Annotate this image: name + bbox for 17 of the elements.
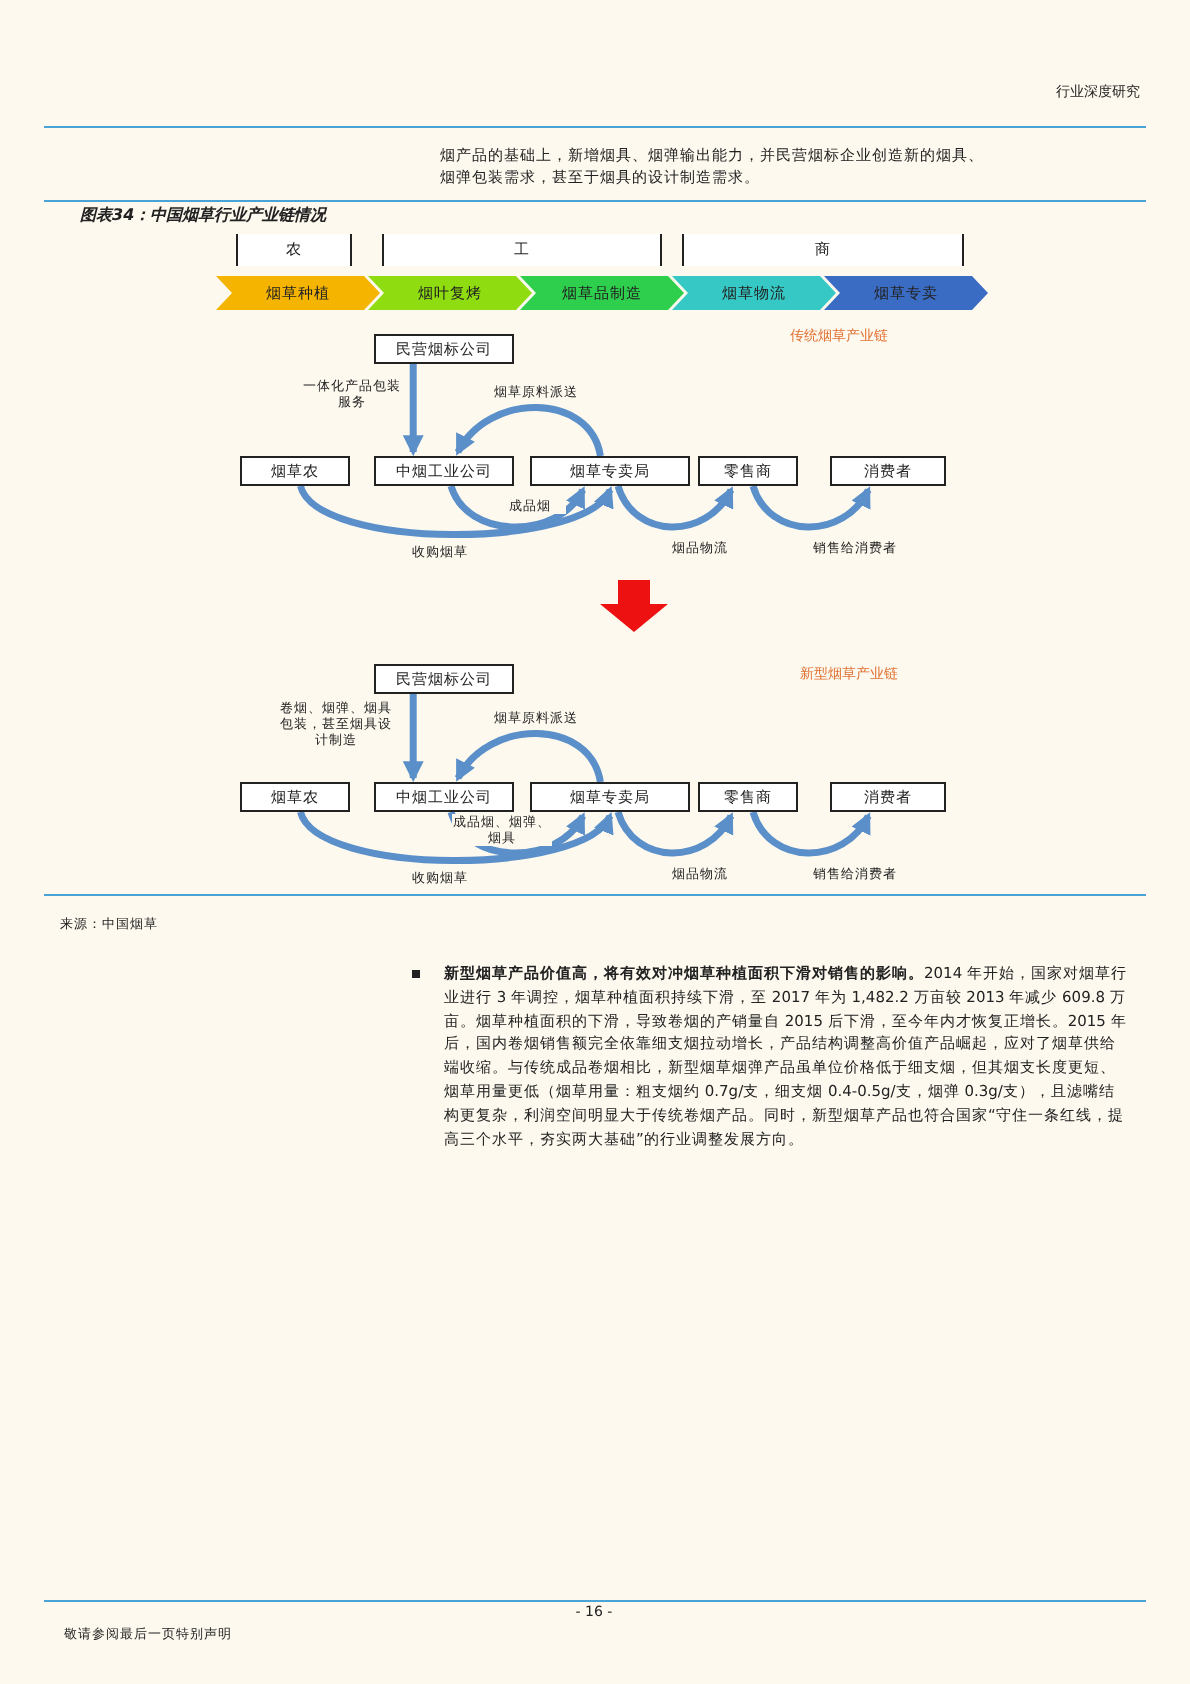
chevron-step <box>216 276 380 310</box>
chevron-step <box>672 276 836 310</box>
curved-arrow <box>614 484 734 531</box>
curved-arrow <box>447 484 586 531</box>
chevron-step <box>368 276 532 310</box>
curved-arrow <box>455 404 604 457</box>
curved-arrow <box>749 484 872 531</box>
chevron-step <box>824 276 988 310</box>
curved-arrow <box>614 810 734 857</box>
curved-arrow <box>402 364 424 457</box>
curved-arrow <box>297 484 613 538</box>
curved-arrow <box>749 810 872 857</box>
figure-title: 图表34：中国烟草行业产业链情况 <box>80 206 327 224</box>
curved-arrow <box>297 810 613 864</box>
chevron-step <box>520 276 684 310</box>
curved-arrow <box>402 694 424 783</box>
curved-arrow <box>455 730 604 783</box>
